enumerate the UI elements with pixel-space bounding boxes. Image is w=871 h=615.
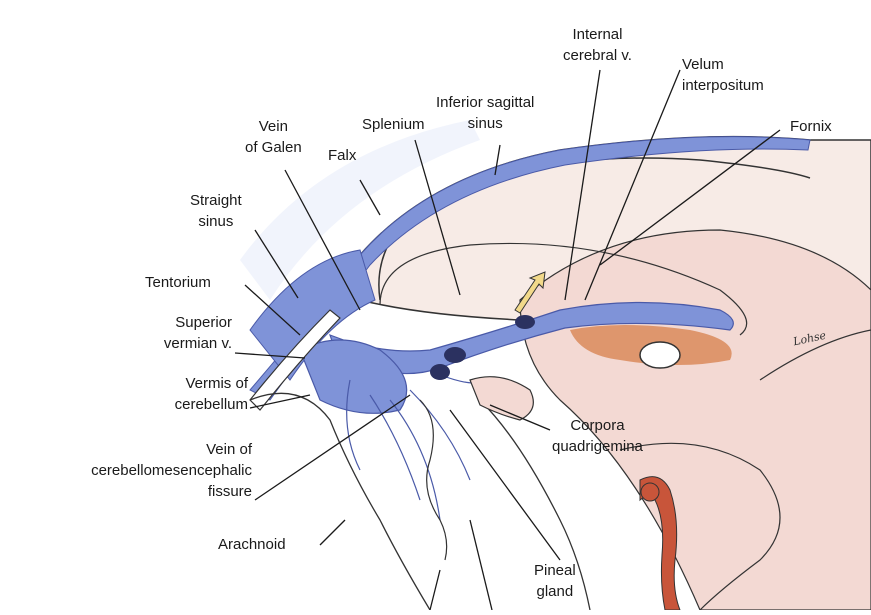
label-splenium: Splenium <box>362 114 425 135</box>
label-vein-of-cerebellomesencephalic-fissure: Vein of cerebellomesencephalic fissure <box>5 439 252 502</box>
label-internal-cerebral-v: Internal cerebral v. <box>563 24 632 66</box>
pineal-outline <box>420 400 447 560</box>
label-velum-interpositum: Velum interpositum <box>682 54 764 96</box>
massa-intermedia <box>640 342 680 368</box>
label-vermis-of-cerebellum: Vermis of cerebellum <box>148 373 248 415</box>
leader-bottom-1 <box>430 570 440 610</box>
artery-section <box>641 483 659 501</box>
label-superior-vermian-v: Superior vermian v. <box>150 312 232 354</box>
label-corpora-quadrigemina: Corpora quadrigemina <box>552 415 643 457</box>
label-straight-sinus: Straight sinus <box>190 190 242 232</box>
label-fornix: Fornix <box>790 116 832 137</box>
label-falx: Falx <box>328 145 356 166</box>
leader-vein-cerebellomes <box>255 395 410 500</box>
label-arachnoid: Arachnoid <box>218 534 286 555</box>
label-pineal-gland: Pineal gland <box>534 560 576 602</box>
label-tentorium: Tentorium <box>145 272 211 293</box>
corpora-outline <box>470 377 533 420</box>
leader-arachnoid <box>320 520 345 545</box>
cerebellum-outline <box>250 393 430 610</box>
leader-bottom-2 <box>470 520 492 610</box>
label-vein-of-galen: Vein of Galen <box>245 116 302 158</box>
leader-pineal-gland <box>450 410 560 560</box>
label-inferior-sagittal-sinus: Inferior sagittal sinus <box>436 92 534 134</box>
